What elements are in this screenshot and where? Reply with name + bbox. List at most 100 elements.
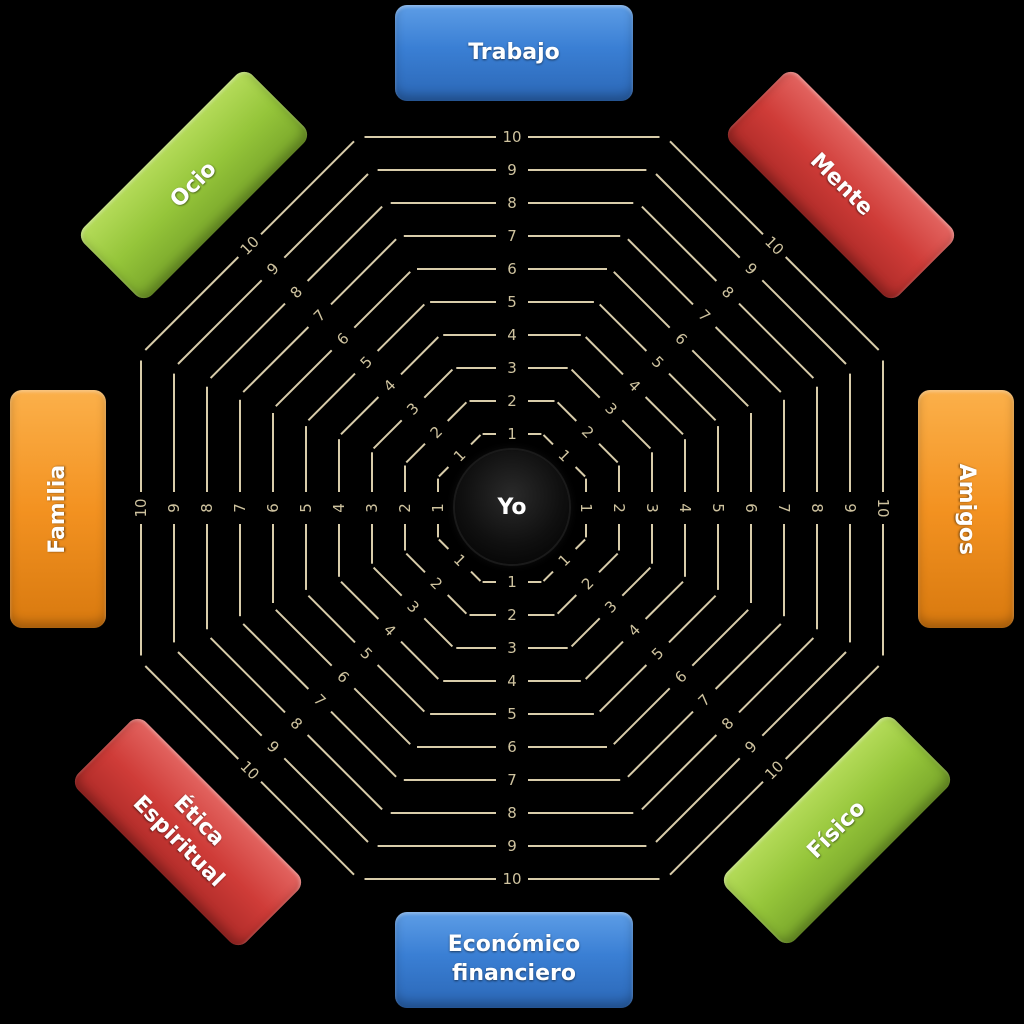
ring-1-bottom-left-segment-1 xyxy=(470,570,482,582)
ring-2-top-right-segment-2 xyxy=(598,442,619,464)
area-label-ocio: Ocio xyxy=(165,156,222,213)
ring-8-bottom-right-label: 8 xyxy=(718,714,737,733)
ring-8-left-label: 8 xyxy=(198,503,216,513)
ring-4-bottom-right-label: 4 xyxy=(625,621,644,640)
ring-4-bottom-label: 4 xyxy=(507,672,517,690)
ring-3-top-left-label: 3 xyxy=(403,399,422,418)
ring-3-top-left-segment-2 xyxy=(423,368,454,399)
ring-1-bottom-right-segment-1 xyxy=(574,538,586,550)
ring-5-right-label: 5 xyxy=(709,503,727,513)
ring-8-bottom-left-segment-1 xyxy=(306,734,383,811)
ring-1-bottom-label: 1 xyxy=(507,573,517,591)
ring-9-bottom-right-segment-1 xyxy=(761,651,847,737)
ring-1-top-right-segment-1 xyxy=(542,434,554,446)
ring-7-top-right-segment-2 xyxy=(714,326,782,393)
ring-7-left-label: 7 xyxy=(231,503,249,513)
ring-6-top-right-label: 6 xyxy=(671,329,690,348)
ring-10-bottom-right-segment-1 xyxy=(784,665,880,760)
ring-5-top-right-segment-2 xyxy=(668,372,717,422)
ring-2-bottom-label: 2 xyxy=(507,606,517,624)
ring-9-top-left-segment-1 xyxy=(177,279,263,365)
ring-8-top-left-label: 8 xyxy=(287,283,306,302)
ring-7-bottom-right-segment-2 xyxy=(627,710,694,778)
ring-7-bottom-right-label: 7 xyxy=(695,691,714,710)
ring-2-bottom-right-segment-1 xyxy=(598,552,619,574)
ring-6-bottom-label: 6 xyxy=(507,738,517,756)
ring-7-bottom-left-segment-1 xyxy=(330,710,397,778)
ring-10-top-left-segment-2 xyxy=(260,140,355,236)
ring-4-top-right-segment-1 xyxy=(584,336,624,376)
ring-9-bottom-left-segment-2 xyxy=(177,651,263,737)
ring-1-bottom-right-segment-2 xyxy=(542,570,554,582)
area-box-economico: Económico financiero xyxy=(395,912,633,1008)
ring-2-bottom-right-segment-2 xyxy=(556,594,578,615)
ring-9-top-label: 9 xyxy=(507,161,517,179)
ring-10-left-label: 10 xyxy=(132,498,150,517)
ring-1-right-label: 1 xyxy=(577,503,595,513)
ring-8-bottom-right-segment-1 xyxy=(738,637,815,714)
ring-1-bottom-left-segment-2 xyxy=(438,538,450,550)
ring-8-top-right-label: 8 xyxy=(718,283,737,302)
ring-7-top-label: 7 xyxy=(507,227,517,245)
ring-2-top-right-label: 2 xyxy=(578,423,597,442)
ring-7-top-left-segment-1 xyxy=(242,326,310,393)
ring-10-top-right-segment-2 xyxy=(784,256,880,351)
ring-6-bottom-right-segment-1 xyxy=(691,609,749,667)
ring-10-right-label: 10 xyxy=(874,498,892,517)
ring-10-bottom-left-segment-1 xyxy=(260,780,355,876)
ring-4-left-label: 4 xyxy=(330,503,348,513)
ring-4-top-left-label: 4 xyxy=(380,376,399,395)
ring-7-bottom-left-segment-2 xyxy=(242,623,310,690)
ring-8-top-right-segment-1 xyxy=(641,205,718,282)
area-box-amigos: Amigos xyxy=(918,390,1014,628)
ring-7-top-left-label: 7 xyxy=(310,306,329,325)
ring-6-top-right-segment-2 xyxy=(691,349,749,407)
ring-2-top-left-segment-2 xyxy=(446,401,468,422)
ring-10-bottom-right-label: 10 xyxy=(761,757,787,783)
ring-3-right-label: 3 xyxy=(643,503,661,513)
ring-9-bottom-right-segment-2 xyxy=(655,757,741,843)
ring-3-bottom-right-segment-2 xyxy=(570,617,601,648)
ring-4-bottom-right-segment-1 xyxy=(644,580,684,620)
ring-9-bottom-left-segment-1 xyxy=(283,757,369,843)
ring-10-bottom-label: 10 xyxy=(502,870,521,888)
ring-3-top-left-segment-1 xyxy=(372,419,403,450)
ring-2-top-left-segment-1 xyxy=(405,442,426,464)
ring-7-top-left-segment-2 xyxy=(330,238,397,306)
ring-3-top-right-segment-1 xyxy=(570,368,601,399)
ring-1-bottom-right-label: 1 xyxy=(555,551,574,570)
ring-3-bottom-right-label: 3 xyxy=(601,597,620,616)
ring-2-top-right-segment-1 xyxy=(556,401,578,422)
ring-3-top-label: 3 xyxy=(507,359,517,377)
ring-10-top-label: 10 xyxy=(502,128,521,146)
ring-8-bottom-right-segment-2 xyxy=(641,734,718,811)
ring-4-right-label: 4 xyxy=(676,503,694,513)
ring-10-top-right-segment-1 xyxy=(669,140,764,236)
area-box-familia: Familia xyxy=(10,390,106,628)
ring-4-bottom-right-segment-2 xyxy=(584,640,624,680)
ring-2-bottom-right-label: 2 xyxy=(578,574,597,593)
ring-10-top-left-segment-1 xyxy=(144,256,240,351)
ring-6-top-left-segment-2 xyxy=(353,271,411,329)
ring-3-bottom-label: 3 xyxy=(507,639,517,657)
ring-4-top-left-segment-2 xyxy=(400,336,440,376)
ring-6-top-label: 6 xyxy=(507,260,517,278)
ring-3-bottom-right-segment-1 xyxy=(621,566,652,597)
ring-1-top-left-label: 1 xyxy=(450,446,469,465)
ring-5-bottom-label: 5 xyxy=(507,705,517,723)
ring-2-bottom-left-label: 2 xyxy=(427,574,446,593)
ring-6-bottom-left-segment-2 xyxy=(275,609,333,667)
ring-4-top-left-segment-1 xyxy=(340,396,380,436)
ring-7-bottom-left-label: 7 xyxy=(310,691,329,710)
ring-5-bottom-left-label: 5 xyxy=(357,644,376,663)
ring-4-top-label: 4 xyxy=(507,326,517,344)
ring-3-bottom-left-label: 3 xyxy=(403,597,422,616)
ring-9-top-right-segment-2 xyxy=(761,279,847,365)
ring-6-bottom-left-label: 6 xyxy=(333,667,352,686)
center-circle: Yo xyxy=(455,450,569,564)
ring-8-top-right-segment-2 xyxy=(738,302,815,379)
ring-10-top-right-label: 10 xyxy=(761,233,787,259)
ring-1-top-left-segment-2 xyxy=(470,434,482,446)
ring-9-left-label: 9 xyxy=(165,503,183,513)
ring-4-top-right-label: 4 xyxy=(625,376,644,395)
